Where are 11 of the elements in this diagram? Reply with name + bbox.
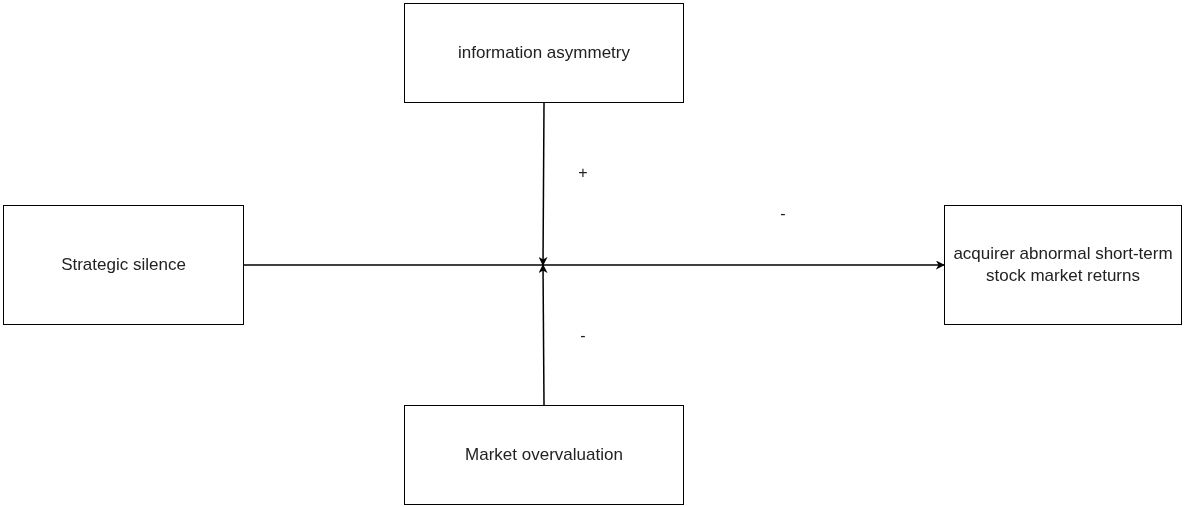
arrow bbox=[538, 264, 548, 406]
node-label: Strategic silence bbox=[61, 253, 186, 276]
node-label: acquirer abnormal short-term stock market returns bbox=[952, 242, 1174, 287]
concept-box bbox=[404, 405, 684, 505]
arrow bbox=[243, 260, 945, 270]
concept-box bbox=[3, 205, 244, 325]
concept-box bbox=[404, 3, 684, 103]
concept-box bbox=[944, 205, 1182, 325]
node-label: information asymmetry bbox=[458, 41, 630, 64]
node-label: Market overvaluation bbox=[465, 443, 623, 466]
arrow bbox=[538, 102, 548, 266]
